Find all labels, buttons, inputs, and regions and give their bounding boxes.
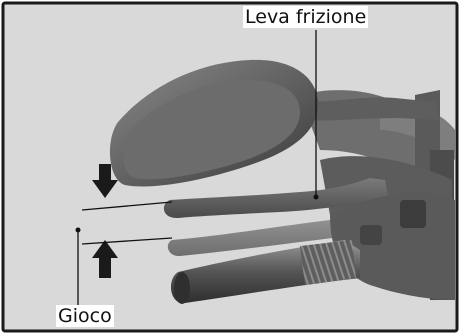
clutch-leader-dot — [314, 195, 319, 200]
clutch-lever-label: Leva frizione — [243, 6, 368, 28]
play-leader-dot — [76, 228, 81, 233]
free-play-label: Gioco — [56, 305, 114, 327]
